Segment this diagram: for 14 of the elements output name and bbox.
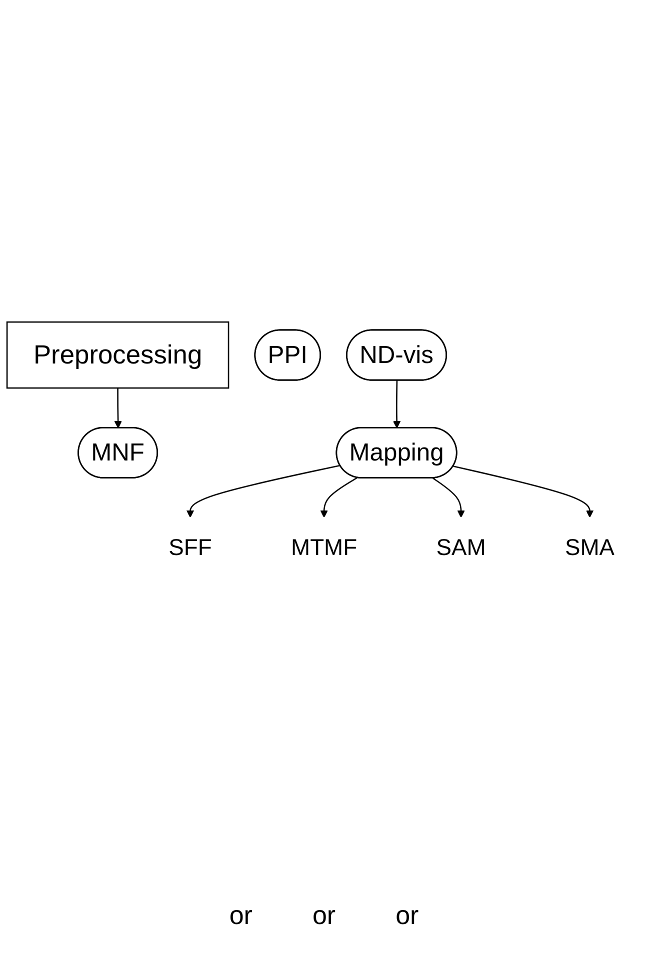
connector-word: or <box>312 900 336 931</box>
connector-word: or <box>229 900 252 931</box>
arrow <box>392 380 401 428</box>
node-box: Preprocessing <box>6 321 230 389</box>
arrow <box>453 466 594 518</box>
node-text: SAM <box>436 534 486 560</box>
arrow <box>320 477 358 518</box>
arrow <box>114 388 122 428</box>
connector-word: or <box>396 900 419 931</box>
arrow <box>186 464 340 518</box>
node-text: SMA <box>564 534 615 560</box>
arrow <box>432 478 465 518</box>
node-text: SFF <box>168 534 212 560</box>
node-text: MTMF <box>291 534 358 560</box>
